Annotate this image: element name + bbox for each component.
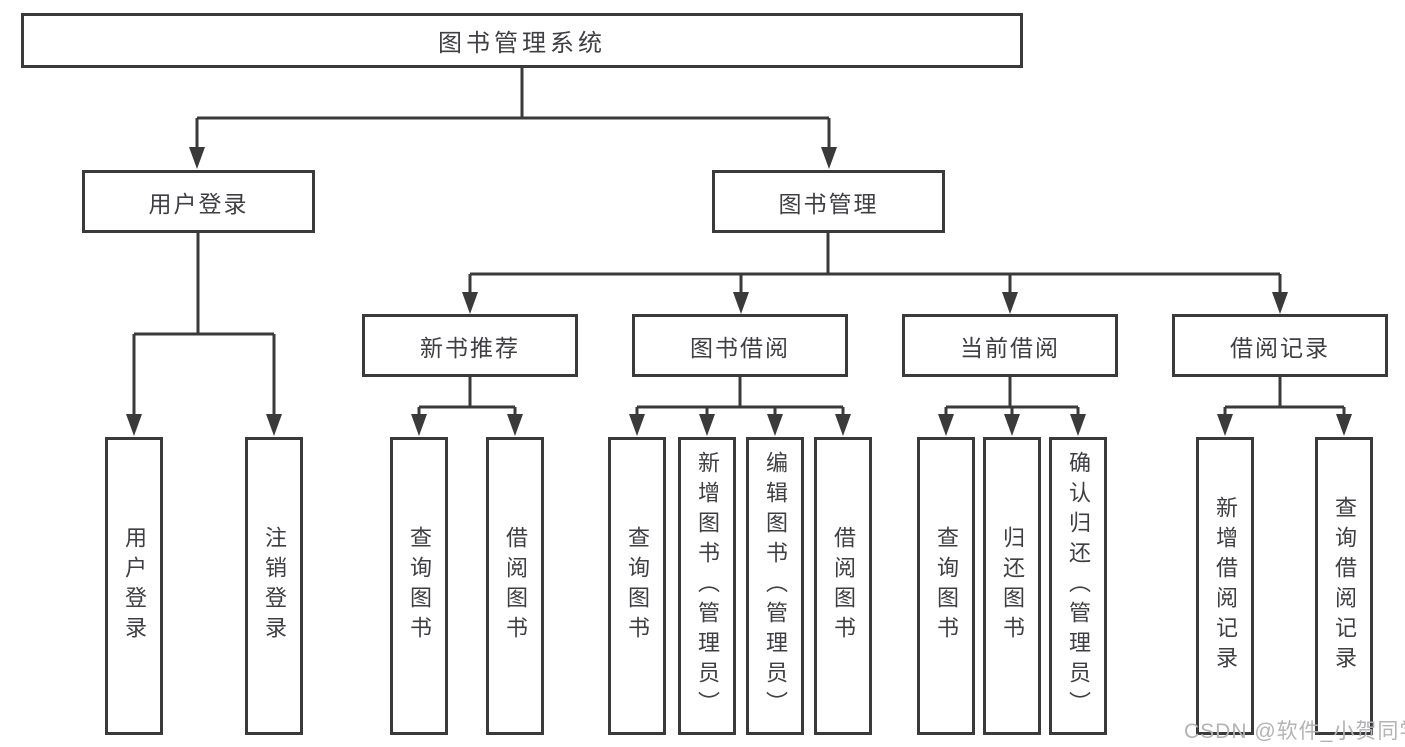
leaf-query-books-current-label: 查询图书 [934,526,959,646]
leaf-borrow-books-label: 借阅图书 [831,526,856,646]
leaf-query-books-recommend-label: 查询图书 [407,526,432,646]
leaf-return-books-label: 归还图书 [1000,526,1025,646]
node-book-borrowing: 图书借阅 [632,314,848,377]
leaf-query-books-borrowing: 查询图书 [608,437,666,735]
leaf-borrow-books-recommend-label: 借阅图书 [503,526,528,646]
leaf-add-borrow-record: 新增借阅记录 [1196,437,1254,735]
leaf-borrow-books-recommend: 借阅图书 [486,437,544,735]
leaf-query-borrow-record-label: 查询借阅记录 [1332,496,1357,676]
leaf-user-login-label: 用户登录 [122,526,147,646]
leaf-add-book-admin: 新增图书（管理员） [678,437,736,735]
node-book-management-label: 图书管理 [778,190,879,217]
node-user-login: 用户登录 [82,170,315,233]
leaf-query-books-borrowing-label: 查询图书 [625,526,650,646]
node-current-borrowing: 当前借阅 [902,314,1118,377]
leaf-query-books-recommend: 查询图书 [390,437,448,735]
leaf-confirm-return-admin-label: 确认归还（管理员） [1066,451,1091,721]
csdn-watermark: CSDN @软件_小贺同学 [1184,720,1405,743]
node-new-book-recommend: 新书推荐 [362,314,578,377]
leaf-user-login: 用户登录 [105,437,163,735]
leaf-confirm-return-admin: 确认归还（管理员） [1049,437,1107,735]
node-book-borrowing-label: 图书借阅 [690,334,790,361]
leaf-add-borrow-record-label: 新增借阅记录 [1213,496,1238,676]
node-borrowing-records-label: 借阅记录 [1230,334,1330,361]
leaf-borrow-books: 借阅图书 [814,437,872,735]
node-root: 图书管理系统 [21,13,1023,68]
leaf-query-books-current: 查询图书 [917,437,975,735]
leaf-logout-label: 注销登录 [262,526,287,646]
leaf-edit-book-admin: 编辑图书（管理员） [746,437,804,735]
leaf-edit-book-admin-label: 编辑图书（管理员） [763,451,788,721]
node-root-label: 图书管理系统 [438,30,606,57]
node-book-management: 图书管理 [712,170,945,233]
node-user-login-label: 用户登录 [148,190,249,217]
connector-lines [132,68,1346,420]
node-borrowing-records: 借阅记录 [1172,314,1388,377]
leaf-logout: 注销登录 [245,437,303,735]
leaf-add-book-admin-label: 新增图书（管理员） [695,451,720,721]
node-current-borrowing-label: 当前借阅 [960,334,1060,361]
leaf-return-books: 归还图书 [983,437,1041,735]
leaf-query-borrow-record: 查询借阅记录 [1315,437,1373,735]
node-new-book-recommend-label: 新书推荐 [420,334,520,361]
